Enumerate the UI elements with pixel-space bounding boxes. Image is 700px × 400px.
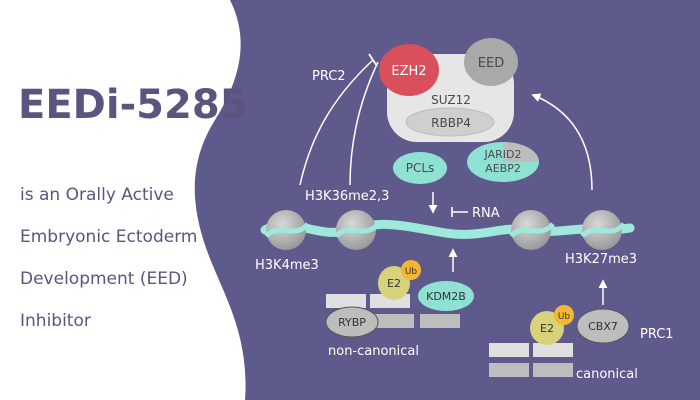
eed-node bbox=[464, 38, 518, 86]
rbbp4-node bbox=[405, 107, 495, 137]
chromatin-fiber bbox=[260, 210, 635, 250]
prc2-label: PRC2 bbox=[312, 69, 346, 84]
jarid2-label: JARID2 bbox=[484, 148, 522, 161]
nucleosome-2 bbox=[334, 210, 380, 250]
canonical-prc1: E2 Ub CBX7 PRC1 canonical bbox=[489, 305, 674, 382]
box-7 bbox=[489, 363, 529, 377]
canonical-label: canonical bbox=[576, 367, 638, 382]
nucleosome-3 bbox=[509, 210, 555, 250]
h3k4-inhibit-bar bbox=[368, 53, 378, 67]
cbx7-label: CBX7 bbox=[588, 320, 618, 333]
box-8 bbox=[533, 363, 573, 377]
noncanonical-prc1: RYBP E2 Ub KDM2B non-canonical bbox=[325, 260, 474, 359]
box-4 bbox=[420, 314, 460, 328]
ezh2-node bbox=[379, 44, 439, 96]
rybp-label: RYBP bbox=[338, 316, 366, 329]
subtitle-line-3: Development (EED) bbox=[20, 269, 188, 289]
e2-label-c: E2 bbox=[540, 322, 554, 335]
h3k36-label: H3K36me2,3 bbox=[305, 189, 389, 204]
cbx7-node bbox=[576, 308, 630, 344]
rybp-node bbox=[325, 306, 379, 338]
nucleosome-1 bbox=[264, 210, 310, 250]
subtitle-line-1: is an Orally Active bbox=[20, 185, 174, 205]
subtitle-line-2: Embryonic Ectoderm bbox=[20, 227, 197, 247]
h3k4-inhibit-line bbox=[299, 59, 374, 186]
ub-node-nc bbox=[401, 260, 421, 280]
subtitle-line-4: Inhibitor bbox=[20, 311, 91, 331]
prc2-complex: EZH2 EED SUZ12 RBBP4 bbox=[379, 38, 518, 142]
h3k27-label: H3K27me3 bbox=[565, 252, 637, 267]
h3k36-inhibit-line bbox=[349, 61, 379, 186]
pcls-node bbox=[393, 152, 447, 184]
e2-label-nc: E2 bbox=[387, 277, 401, 290]
box-1 bbox=[326, 294, 366, 308]
ub-node-c bbox=[554, 305, 574, 325]
eed-label: EED bbox=[478, 56, 504, 71]
h3k4-label: H3K4me3 bbox=[255, 258, 319, 273]
ub-label-c: Ub bbox=[558, 312, 571, 322]
dna-strand bbox=[260, 219, 635, 239]
box-3 bbox=[374, 314, 414, 328]
jarid2-grey-part bbox=[503, 142, 539, 162]
aebp2-label: AEBP2 bbox=[485, 162, 521, 175]
kdm2b-node bbox=[418, 281, 474, 311]
box-5 bbox=[489, 343, 529, 357]
box-6 bbox=[533, 343, 573, 357]
prc1-label: PRC1 bbox=[640, 327, 674, 342]
rbbp4-label: RBBP4 bbox=[431, 116, 471, 130]
pcls-label: PCLs bbox=[406, 161, 435, 175]
noncanonical-label: non-canonical bbox=[328, 344, 419, 359]
title: EEDi-5285 bbox=[18, 82, 248, 128]
e2-node-nc bbox=[378, 266, 410, 300]
rna-label: RNA bbox=[472, 206, 500, 221]
kdm2b-label: KDM2B bbox=[426, 290, 466, 303]
ub-label-nc: Ub bbox=[405, 267, 418, 277]
h3k27-activation-arrow bbox=[531, 93, 593, 191]
ezh2-label: EZH2 bbox=[391, 64, 426, 79]
suz12-label: SUZ12 bbox=[431, 93, 471, 107]
left-panel bbox=[0, 0, 246, 400]
nucleosome-4 bbox=[580, 210, 626, 250]
